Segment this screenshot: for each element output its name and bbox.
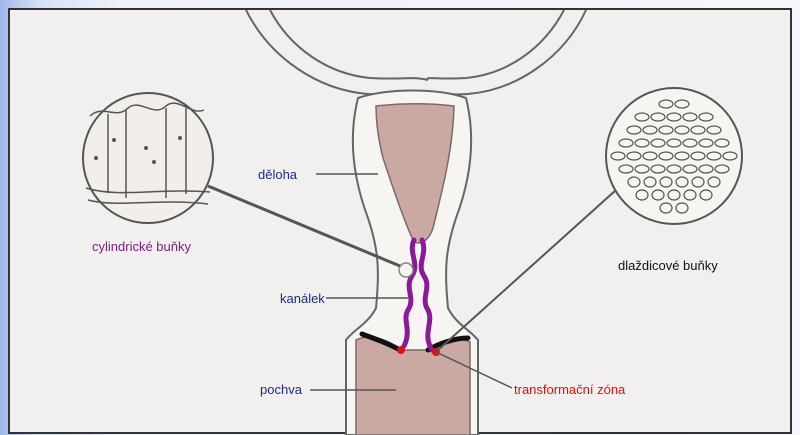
label-dlazdicove-bunky: dlaždicové buňky	[618, 258, 718, 273]
label-pochva: pochva	[260, 382, 303, 397]
transformation-zone-dot-left	[397, 346, 405, 354]
vagina	[356, 337, 470, 435]
label-transformacni-zona: transformační zóna	[514, 382, 626, 397]
cervix-diagram: cylindrické buňky děloha kanálek pochva …	[8, 8, 794, 435]
label-deloha: děloha	[258, 167, 298, 182]
label-kanalek: kanálek	[280, 291, 325, 306]
canal-pointer-circle	[399, 263, 413, 277]
label-cylindricke-bunky: cylindrické buňky	[92, 239, 191, 254]
